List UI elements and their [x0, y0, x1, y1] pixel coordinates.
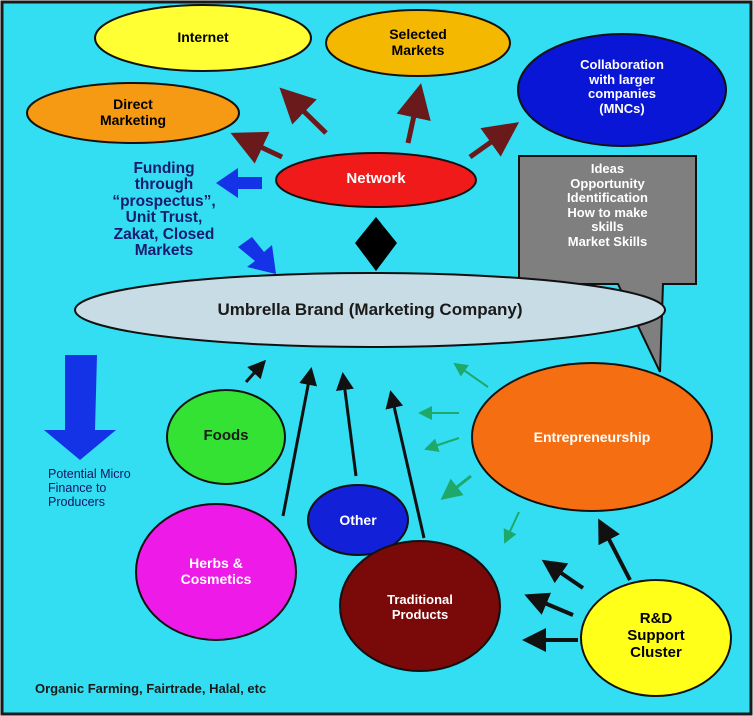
arrow-entre-other: [440, 474, 472, 500]
collaboration-node: [517, 33, 727, 147]
skills-callout-label: Ideas Opportunity Identification How to …: [567, 161, 648, 249]
other-label: Other: [339, 512, 377, 528]
umbrella-brand-label: Umbrella Brand (Marketing Company): [217, 300, 523, 319]
arrow-traditional-umbrella: [385, 390, 426, 539]
network-label: Network: [346, 170, 406, 187]
arrow-micro-finance: [44, 355, 116, 460]
funding-label: Funding through “prospectus”, Unit Trust…: [112, 160, 216, 260]
arrow-network-direct-marketing: [230, 131, 284, 164]
arrow-foods-umbrella: [244, 359, 267, 384]
collaboration-label: Collaboration with larger companies (MNC…: [580, 57, 664, 116]
foods-node: [166, 389, 286, 485]
arrow-rd-entrepreneurship: [598, 518, 632, 581]
entrepreneurship-node: [471, 362, 713, 512]
arrow-rd-traditional-1: [524, 592, 574, 617]
entrepreneurship-label: Entrepreneurship: [533, 429, 651, 445]
other-node: [307, 484, 409, 556]
selected-markets-node: [325, 9, 511, 77]
micro-finance-label: Potential Micro Finance to Producers: [48, 467, 131, 509]
rd-support-node: [580, 579, 732, 697]
arrow-network-internet: [279, 87, 328, 135]
arrow-funding-down: [238, 237, 276, 274]
arrow-entre-traditional: [503, 511, 520, 544]
herbs-cosmetics-node: [135, 503, 297, 641]
arrow-entre-left-2: [424, 437, 460, 452]
traditional-products-node: [339, 540, 501, 672]
arrow-network-collaboration: [468, 122, 520, 160]
arrow-other-umbrella: [335, 372, 358, 477]
umbrella-brand-node: [74, 272, 666, 348]
internet-node: [94, 4, 312, 72]
herbs-cosmetics-label: Herbs & Cosmetics: [180, 555, 252, 587]
internet-label: Internet: [177, 29, 229, 45]
diamond-connector: [355, 217, 397, 271]
foods-label: Foods: [203, 427, 249, 444]
footer-label: Organic Farming, Fairtrade, Halal, etc: [35, 681, 267, 696]
arrow-funding-left: [216, 168, 262, 198]
direct-marketing-node: [26, 82, 240, 144]
arrow-network-selected-markets: [396, 83, 431, 144]
network-node: [275, 152, 477, 208]
arrow-rd-entrepreneurship-2: [541, 559, 585, 590]
rd-support-label: R&D Support Cluster: [627, 610, 685, 661]
selected-markets-label: Selected Markets: [389, 26, 447, 58]
direct-marketing-label: Direct Marketing: [99, 96, 167, 128]
arrow-herbs-umbrella: [281, 367, 318, 517]
traditional-products-label: Traditional Products: [387, 592, 453, 622]
arrow-entre-umbrella: [453, 362, 489, 388]
